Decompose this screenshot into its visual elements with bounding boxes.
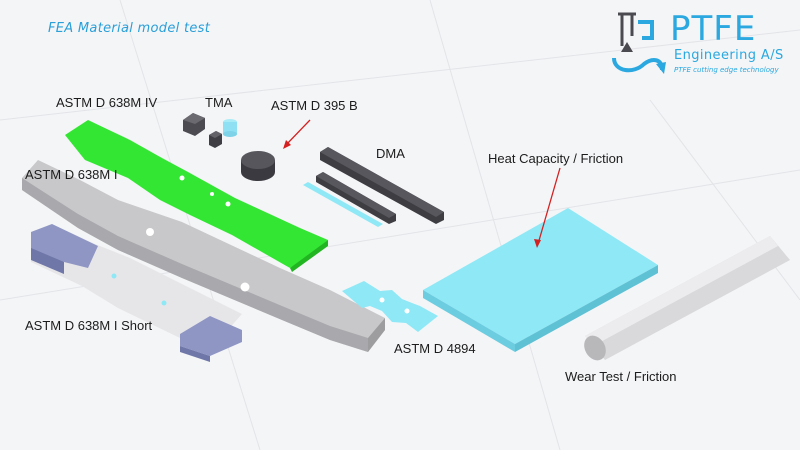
label-astm-d638m-iv: ASTM D 638M IV [56, 95, 158, 110]
slide-title: FEA Material model test [48, 21, 211, 36]
specimen-astm-d638m-i-short [31, 224, 242, 362]
label-tma: TMA [205, 95, 233, 110]
specimen-astm-d638m-iv [65, 120, 328, 272]
label-heat-capacity: Heat Capacity / Friction [488, 151, 624, 166]
ptfe-logo: PTFE Engineering A/S PTFE cutting edge t… [604, 8, 794, 80]
specimen-dma [303, 147, 444, 227]
label-wear-test: Wear Test / Friction [565, 369, 677, 384]
label-dma: DMA [376, 146, 405, 161]
label-astm-d638m-i: ASTM D 638M I [25, 167, 118, 182]
ptfe-logo-mark-icon [612, 12, 666, 74]
specimen-astm-d395b [241, 151, 275, 181]
specimen-astm-d638m-i [22, 160, 385, 352]
specimen-wear-test-cylinder [584, 236, 790, 361]
label-astm-d4894: ASTM D 4894 [394, 341, 476, 356]
label-astm-d638m-i-short: ASTM D 638M I Short [25, 318, 153, 333]
label-astm-d395b: ASTM D 395 B [271, 98, 358, 113]
specimen-tma [183, 113, 237, 148]
annotation-arrows [283, 119, 561, 248]
specimen-heat-capacity-plate [423, 208, 658, 352]
specimen-astm-d4894 [342, 281, 438, 332]
logo-subtitle: Engineering A/S [674, 48, 784, 63]
logo-wordmark: PTFE [670, 9, 757, 49]
logo-tagline: PTFE cutting edge technology [674, 66, 779, 74]
